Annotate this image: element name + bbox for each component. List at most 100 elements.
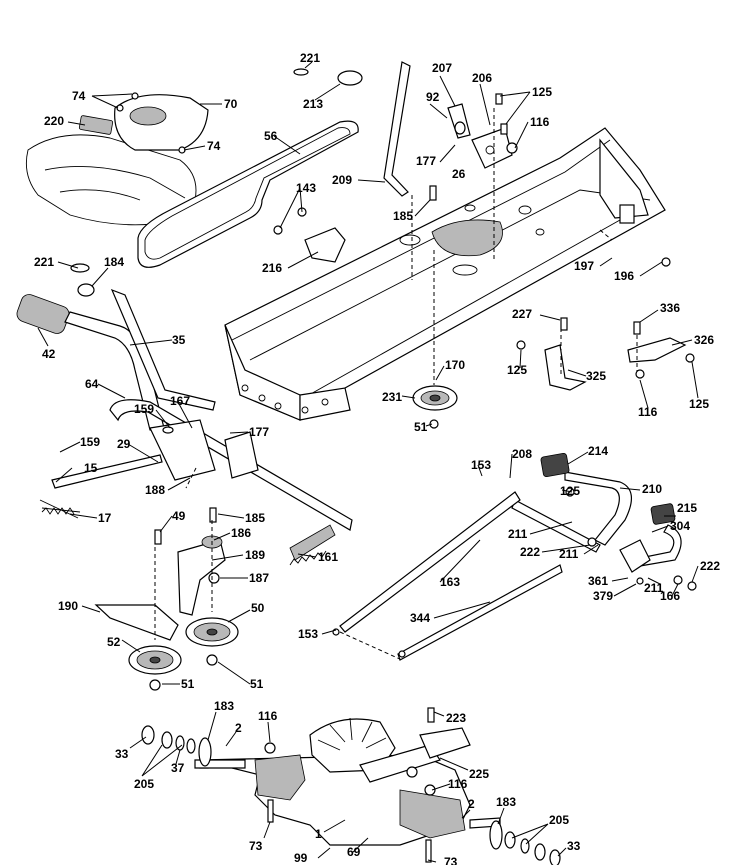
- callout-33: 33: [567, 839, 581, 853]
- callout-221: 221: [34, 255, 54, 269]
- shift-rod-part: [383, 61, 411, 197]
- callout-214: 214: [588, 444, 608, 458]
- callout-325: 325: [586, 369, 606, 383]
- callout-207: 207: [432, 61, 452, 75]
- callout-184: 184: [104, 255, 124, 269]
- callout-74: 74: [207, 139, 221, 153]
- bracket-216-part: [304, 227, 346, 263]
- callout-183: 183: [496, 795, 516, 809]
- callout-185: 185: [393, 209, 413, 223]
- callout-187: 187: [249, 571, 269, 585]
- idler-pulley-231-part: [412, 385, 458, 411]
- callout-163: 163: [440, 575, 460, 589]
- callout-15: 15: [84, 461, 98, 475]
- callout-189: 189: [245, 548, 265, 562]
- spring-17-part: [41, 507, 75, 515]
- callout-225: 225: [469, 767, 489, 781]
- callout-177: 177: [416, 154, 436, 168]
- callout-215: 215: [677, 501, 697, 515]
- callout-125: 125: [507, 363, 527, 377]
- callout-35: 35: [172, 333, 186, 347]
- callout-197: 197: [574, 259, 594, 273]
- callout-205: 205: [549, 813, 569, 827]
- callout-211: 211: [644, 581, 664, 595]
- axle-washers-part: [141, 725, 561, 865]
- shift-gate-part: [447, 103, 513, 169]
- callout-125: 125: [689, 397, 709, 411]
- callout-73: 73: [444, 855, 458, 865]
- callout-167: 167: [170, 394, 190, 408]
- callout-227: 227: [512, 307, 532, 321]
- callout-74: 74: [72, 89, 86, 103]
- callout-206: 206: [472, 71, 492, 85]
- callout-220: 220: [44, 114, 64, 128]
- callout-125: 125: [532, 85, 552, 99]
- callout-183: 183: [214, 699, 234, 713]
- callout-221: 221: [300, 51, 320, 65]
- rod-163-part: [339, 491, 521, 633]
- callout-153: 153: [298, 627, 318, 641]
- callout-205: 205: [134, 777, 154, 791]
- callout-216: 216: [262, 261, 282, 275]
- lift-handle-part: [16, 288, 216, 433]
- frame-part: [224, 127, 666, 421]
- callout-344: 344: [410, 611, 430, 625]
- callout-188: 188: [145, 483, 165, 497]
- callout-190: 190: [58, 599, 78, 613]
- callout-222: 222: [700, 559, 720, 573]
- callout-231: 231: [382, 390, 402, 404]
- lift-shaft-part: [39, 399, 353, 561]
- callout-125: 125: [560, 484, 580, 498]
- callout-223: 223: [446, 711, 466, 725]
- callout-51: 51: [181, 677, 195, 691]
- callout-1: 1: [315, 827, 322, 841]
- callout-211: 211: [559, 547, 579, 561]
- callout-26: 26: [452, 167, 466, 181]
- hardware-bolts-part: [70, 68, 697, 863]
- bracket-325-part: [544, 344, 587, 391]
- callout-56: 56: [264, 129, 278, 143]
- callout-210: 210: [642, 482, 662, 496]
- callout-73: 73: [249, 839, 263, 853]
- callout-211: 211: [508, 527, 528, 541]
- pulley-50-part: [185, 617, 239, 647]
- callout-29: 29: [117, 437, 131, 451]
- callout-161: 161: [318, 550, 338, 564]
- callout-177: 177: [249, 425, 269, 439]
- callout-69: 69: [347, 845, 361, 859]
- callout-51: 51: [250, 677, 264, 691]
- callout-70: 70: [224, 97, 238, 111]
- callout-37: 37: [171, 761, 185, 775]
- callout-50: 50: [251, 601, 265, 615]
- callout-209: 209: [332, 173, 352, 187]
- callout-52: 52: [107, 635, 121, 649]
- callout-116: 116: [258, 709, 278, 723]
- callout-116: 116: [530, 115, 550, 129]
- callout-336: 336: [660, 301, 680, 315]
- callout-326: 326: [694, 333, 714, 347]
- callout-143: 143: [296, 181, 316, 195]
- callout-116: 116: [638, 405, 658, 419]
- drive-belt-part: [137, 120, 359, 268]
- callout-304: 304: [670, 519, 690, 533]
- callout-170: 170: [445, 358, 465, 372]
- callout-208: 208: [512, 447, 532, 461]
- callout-33: 33: [115, 747, 129, 761]
- transaxle-part: [194, 717, 503, 850]
- callout-166: 166: [660, 589, 680, 603]
- callout-51: 51: [414, 420, 428, 434]
- callout-49: 49: [172, 509, 186, 523]
- callout-153: 153: [471, 458, 491, 472]
- callout-64: 64: [85, 377, 99, 391]
- callout-116: 116: [448, 777, 468, 791]
- callout-213: 213: [303, 97, 323, 111]
- callout-361: 361: [588, 574, 608, 588]
- callout-42: 42: [42, 347, 56, 361]
- callout-99: 99: [294, 851, 308, 865]
- pulley-bracket-part: [94, 535, 226, 641]
- callout-17: 17: [98, 511, 112, 525]
- callout-196: 196: [614, 269, 634, 283]
- callout-2: 2: [468, 797, 475, 811]
- callout-379: 379: [593, 589, 613, 603]
